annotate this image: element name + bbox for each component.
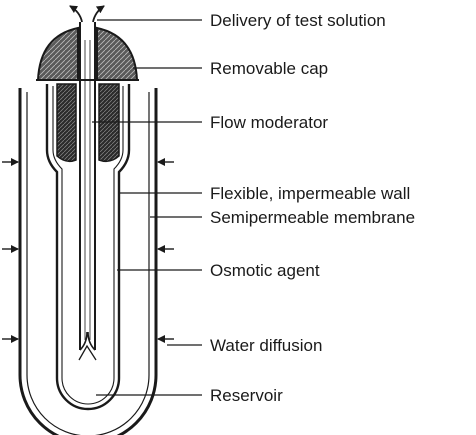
label-reservoir: Reservoir [210, 386, 283, 405]
label-delivery: Delivery of test solution [210, 11, 386, 30]
delivery-tube [79, 22, 96, 350]
label-wall: Flexible, impermeable wall [210, 184, 410, 203]
label-osmotic: Osmotic agent [210, 261, 320, 280]
label-membrane: Semipermeable membrane [210, 208, 415, 227]
leader-lines [92, 19, 202, 396]
semipermeable-membrane-outline [18, 88, 158, 435]
flexible-wall-inner-line [52, 86, 124, 405]
water-diffusion-arrows-left [2, 158, 19, 343]
removable-cap [36, 26, 139, 81]
membrane-inner-line [26, 92, 150, 435]
label-water: Water diffusion [210, 336, 322, 355]
outflow-icon [69, 5, 105, 23]
label-cap: Removable cap [210, 59, 328, 78]
tube-inlet-icon [78, 331, 97, 361]
water-diffusion-arrows-right [157, 158, 174, 343]
label-moderator: Flow moderator [210, 113, 328, 132]
flexible-impermeable-wall [45, 84, 131, 411]
flow-moderator [56, 83, 120, 163]
